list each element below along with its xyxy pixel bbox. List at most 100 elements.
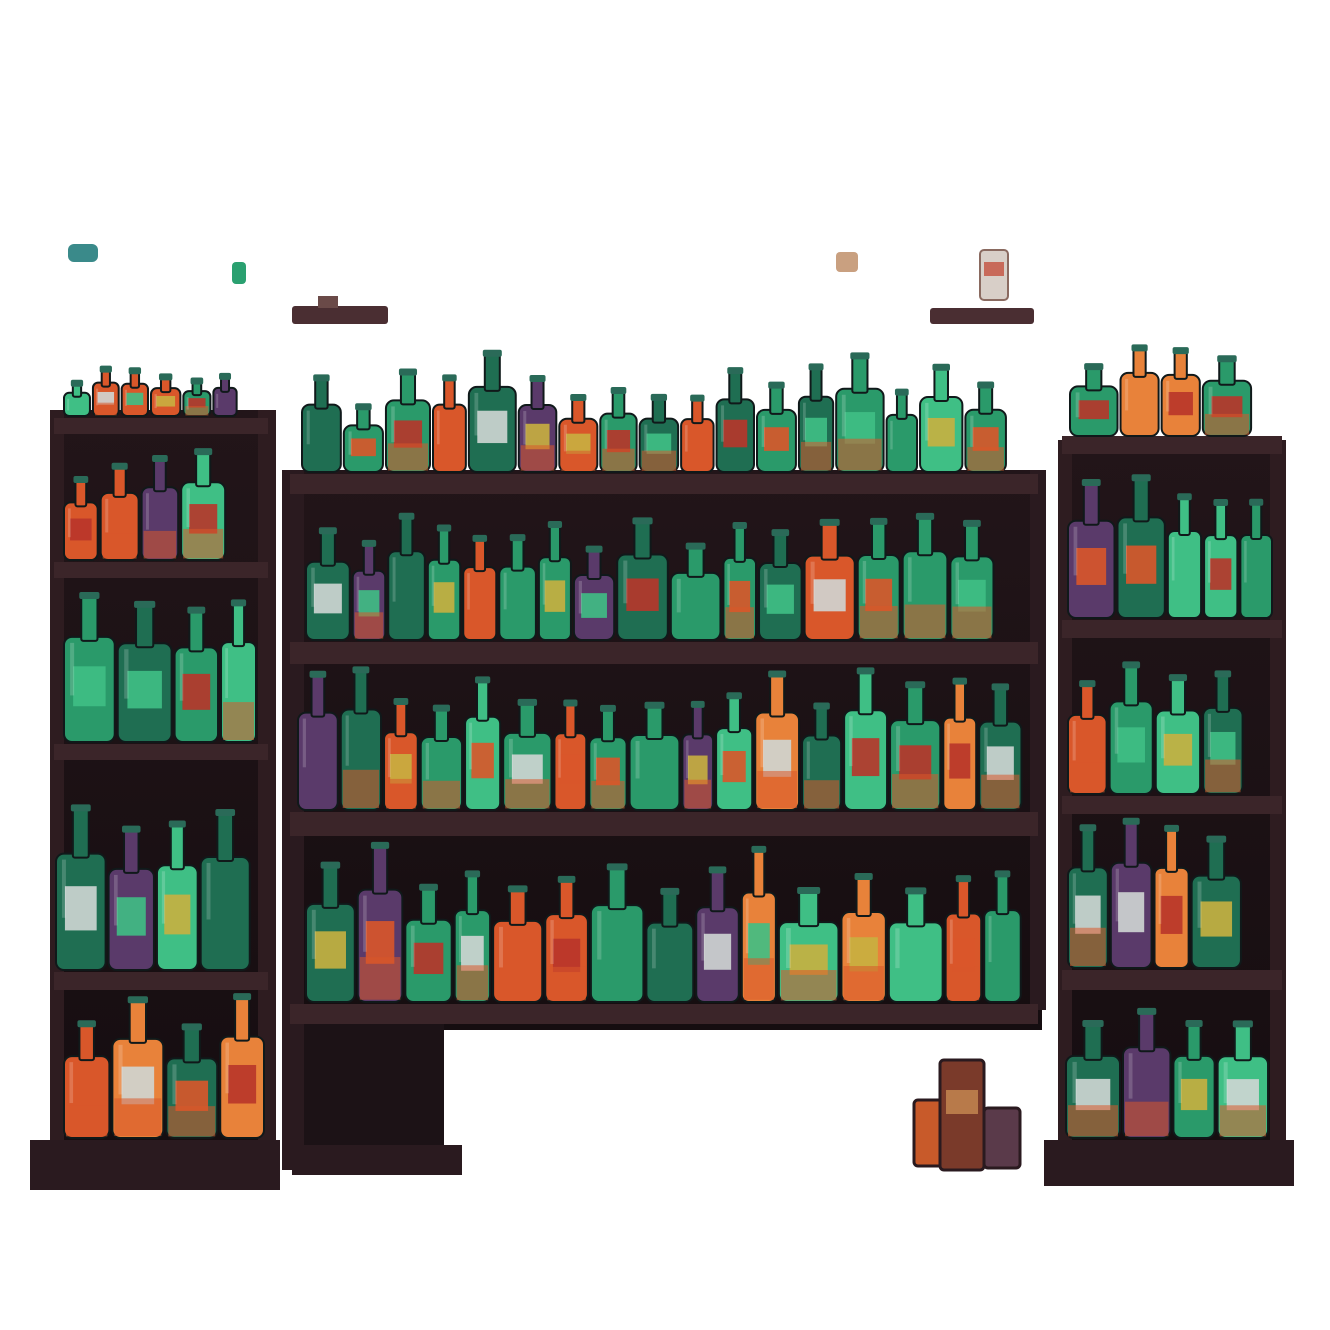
bottle bbox=[63, 591, 116, 744]
bottle bbox=[589, 863, 645, 1004]
bottle bbox=[572, 545, 616, 641]
floor-jars bbox=[912, 1058, 1022, 1172]
right-cabinet-shelves bbox=[1062, 436, 1282, 990]
bottle bbox=[942, 677, 978, 811]
bottle bbox=[220, 599, 258, 744]
bottle bbox=[715, 367, 755, 473]
bottle bbox=[919, 363, 964, 473]
bottle bbox=[342, 403, 384, 474]
bottle bbox=[63, 475, 99, 561]
bottle bbox=[1065, 1019, 1121, 1140]
bottle bbox=[758, 529, 803, 642]
bottle bbox=[1067, 680, 1108, 795]
bottle bbox=[558, 394, 599, 474]
bottle bbox=[180, 448, 227, 561]
bottle bbox=[384, 368, 432, 474]
bottle bbox=[404, 883, 453, 1004]
bottle bbox=[1154, 674, 1202, 795]
bottle bbox=[140, 454, 180, 561]
bottle bbox=[387, 512, 426, 642]
bottle bbox=[797, 363, 835, 473]
bottle bbox=[517, 374, 558, 474]
bottle bbox=[553, 699, 588, 812]
bottle bbox=[199, 809, 251, 971]
bottle bbox=[1203, 498, 1239, 619]
bottle bbox=[599, 386, 638, 473]
bottle bbox=[1239, 498, 1274, 620]
bottle bbox=[301, 374, 342, 473]
bottle bbox=[537, 521, 572, 641]
bottle bbox=[498, 534, 537, 641]
bottle bbox=[297, 670, 339, 812]
bottle bbox=[502, 698, 553, 812]
bottle bbox=[803, 518, 856, 641]
center-cabinet-shelves bbox=[290, 474, 1038, 1024]
bottle bbox=[1109, 817, 1153, 970]
bottle bbox=[305, 527, 351, 641]
bottle bbox=[856, 517, 901, 642]
bottle bbox=[305, 861, 356, 1004]
bottle bbox=[740, 845, 777, 1003]
bottle bbox=[339, 666, 383, 811]
bottle bbox=[1202, 670, 1244, 796]
bottle bbox=[492, 885, 544, 1003]
bottle bbox=[63, 379, 91, 417]
bottle bbox=[843, 667, 889, 812]
bottle bbox=[887, 887, 944, 1003]
bottle bbox=[901, 512, 949, 641]
bottle bbox=[356, 841, 404, 1004]
floating-shelf-right bbox=[930, 249, 1034, 324]
bottle bbox=[464, 676, 502, 811]
bottle bbox=[467, 349, 517, 474]
bottle bbox=[1116, 474, 1166, 619]
bottle bbox=[63, 1020, 111, 1139]
bottle bbox=[983, 870, 1022, 1004]
bottle bbox=[544, 875, 589, 1004]
bottle bbox=[1166, 493, 1203, 619]
bottle bbox=[120, 367, 149, 417]
bottle bbox=[212, 372, 238, 417]
bottle bbox=[777, 887, 840, 1004]
bottle bbox=[99, 462, 140, 561]
bottle bbox=[1067, 478, 1116, 620]
bottle bbox=[835, 352, 885, 474]
bottle bbox=[426, 524, 462, 642]
bottle bbox=[453, 870, 492, 1003]
bottle bbox=[840, 873, 887, 1003]
bottle bbox=[383, 697, 419, 812]
bottle bbox=[182, 377, 212, 418]
bottle bbox=[695, 866, 740, 1003]
bottle bbox=[1153, 824, 1190, 970]
bottle bbox=[1121, 1007, 1172, 1140]
bottle bbox=[669, 542, 722, 642]
bottle bbox=[432, 374, 467, 473]
bottle bbox=[1067, 824, 1109, 969]
bottle bbox=[116, 600, 173, 744]
bottle bbox=[978, 683, 1023, 812]
bottle bbox=[91, 365, 120, 417]
bottle bbox=[964, 381, 1007, 474]
bottle bbox=[1108, 661, 1154, 795]
bottle bbox=[681, 700, 715, 812]
bottle bbox=[155, 820, 199, 971]
left-cabinet-shelves bbox=[54, 418, 268, 990]
bottle bbox=[149, 373, 182, 418]
bottle bbox=[755, 381, 797, 473]
bottle bbox=[801, 702, 843, 812]
bottle bbox=[715, 692, 754, 812]
bottle bbox=[722, 521, 758, 641]
bottle bbox=[885, 388, 919, 473]
floating-shelf-left bbox=[292, 296, 388, 324]
bottle bbox=[1069, 363, 1119, 438]
bottle bbox=[680, 394, 715, 473]
bottle bbox=[462, 534, 498, 641]
bottle bbox=[111, 996, 165, 1139]
bottle bbox=[1119, 344, 1160, 437]
bottle bbox=[107, 825, 155, 972]
bottle bbox=[1216, 1020, 1270, 1139]
bottle bbox=[645, 887, 695, 1003]
bottle bbox=[638, 393, 680, 473]
bottle bbox=[55, 804, 107, 971]
bottles-layer bbox=[55, 344, 1274, 1140]
